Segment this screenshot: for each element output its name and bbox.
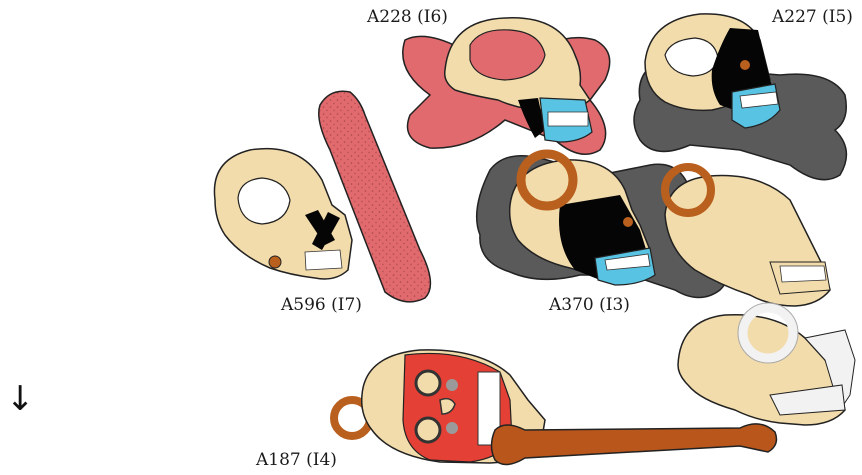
label-a227: A227 (I5) [772,9,853,26]
down-arrow-icon: ↓ [6,382,35,416]
a228-offering [403,18,610,154]
a596-offering [214,91,430,302]
a187-eye-lower [416,418,440,442]
label-a228: A228 (I6) [367,9,448,26]
a187-gray-spot-1 [446,379,458,391]
a228-eye-orbit [470,30,545,80]
lower-right-offering [678,303,855,425]
a370-brown-eye [623,217,633,227]
a370-skull-right-teeth [780,266,826,282]
a596-brown-eye [269,256,281,268]
label-a596: A596 (I7) [281,297,362,314]
label-a187: A187 (I4) [256,452,337,469]
a227-offering [634,14,846,180]
a227-brown-eye [740,60,750,70]
a187-gray-spot-2 [446,422,458,434]
a370-offering [477,154,830,306]
a187-long-bone [492,424,777,465]
label-a370: A370 (I3) [549,297,630,314]
a187-eye-upper [416,371,440,395]
a596-teeth [305,250,342,270]
a228-teeth [548,112,588,126]
